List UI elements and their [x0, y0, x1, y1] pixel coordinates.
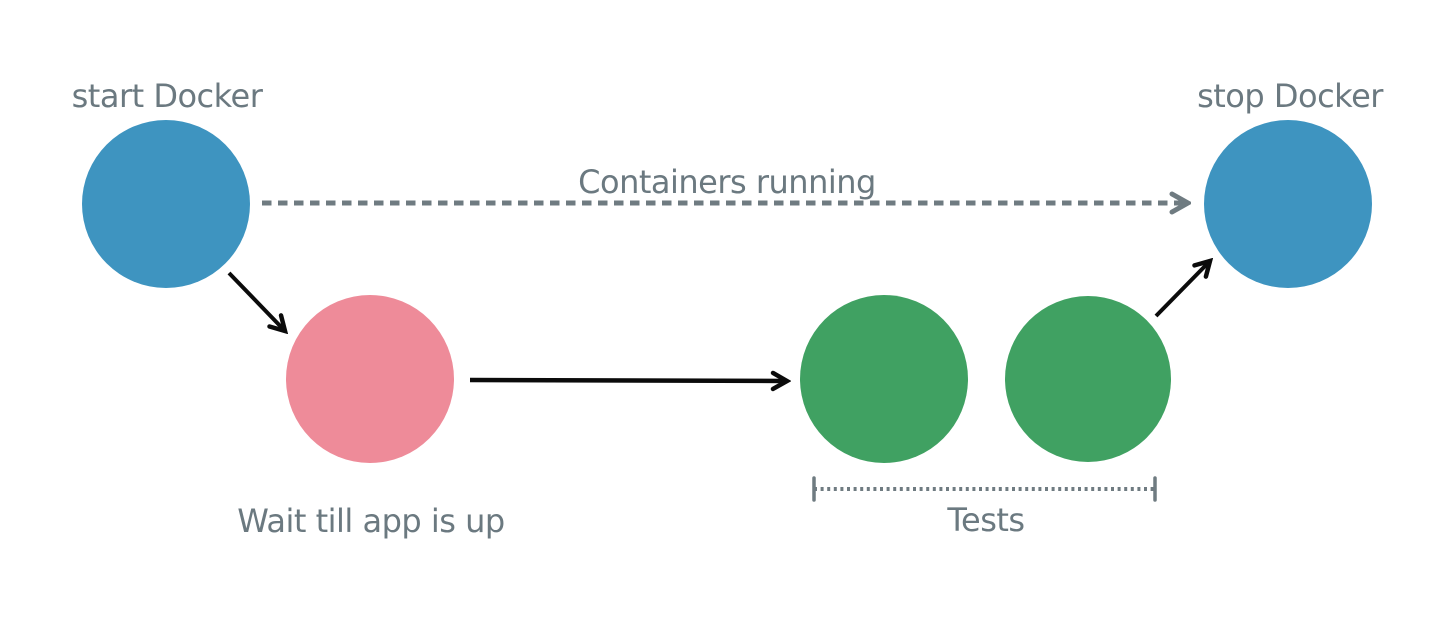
tests-bracket-end-ticks: [812, 476, 1157, 502]
edge-test2-to-stop: [1154, 261, 1210, 318]
node-label-wait-till-app-is-up: Wait till app is up: [237, 502, 504, 540]
annotation-label-tests: Tests: [946, 501, 1024, 539]
node-label-start-docker: start Docker: [72, 77, 264, 115]
node-wait-till-app-is-up: [286, 295, 454, 463]
node-start-docker: [82, 120, 250, 288]
node-label-stop-docker: stop Docker: [1197, 77, 1384, 115]
edge-wait-to-test1: [469, 380, 787, 381]
node-stop-docker: [1204, 120, 1372, 288]
node-test-run-2: [1005, 296, 1171, 462]
edge-label-containers-running: Containers running: [578, 163, 876, 201]
node-test-run-1: [800, 295, 968, 463]
edge-start-to-wait: [227, 271, 285, 331]
